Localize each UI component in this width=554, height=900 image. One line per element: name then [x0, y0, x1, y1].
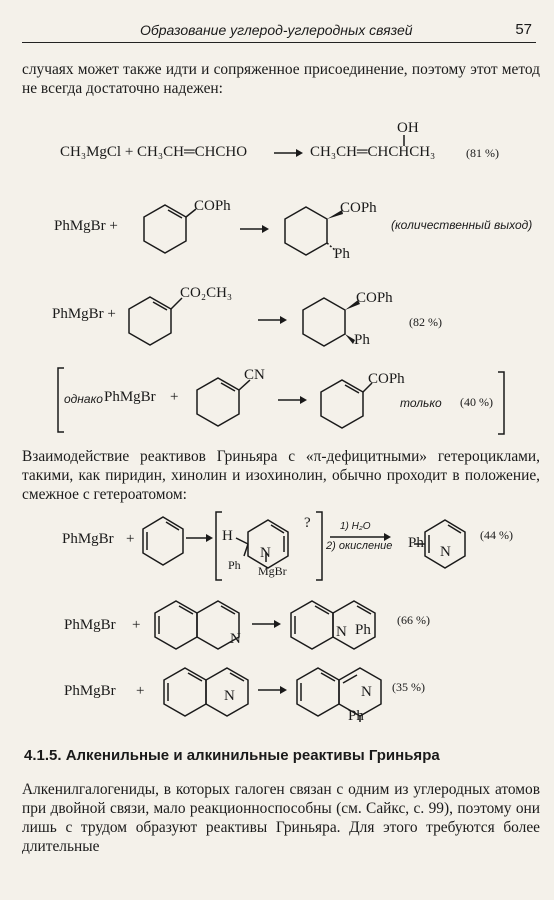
- r5-question: ?: [304, 515, 311, 531]
- r5-ph-intermediate: Ph: [228, 558, 241, 572]
- r2-note: (количественный выход): [391, 218, 533, 232]
- cyclohexene-ring-r2: [143, 204, 197, 254]
- r5-condition-2: 2) окисление: [326, 540, 393, 552]
- r5-plus: +: [126, 531, 135, 547]
- arrowhead-r3: [280, 316, 287, 324]
- r5-condition-1: 1) H₂O: [340, 521, 371, 532]
- running-title: Образование углерод-углеродных связей: [140, 22, 413, 38]
- cyclohexene-ring-r3: [128, 296, 183, 346]
- r6-product-ph: Ph: [355, 622, 371, 638]
- r7-plus: +: [136, 683, 145, 699]
- r7-product-n: N: [361, 684, 372, 700]
- arrowhead-r5a: [206, 534, 213, 542]
- dihydropyridine-intermediate: [235, 519, 289, 569]
- paragraph-heterocycles: Взаимодействие реактивов Гриньяра с «π-д…: [22, 448, 540, 503]
- r5-yield: (44 %): [480, 528, 513, 542]
- r5-product-ph: Ph: [408, 535, 424, 551]
- cyclohexane-product-r2: [284, 206, 343, 256]
- arrowhead-r5b: [384, 533, 391, 541]
- r7-n: N: [224, 688, 235, 704]
- r6-plus: +: [132, 617, 141, 633]
- r4-substituent: CN: [244, 367, 265, 383]
- r3-product-sub2: Ph: [354, 332, 370, 348]
- r2-reagent: PhMgBr +: [54, 218, 118, 234]
- bracket-right-r4: [498, 371, 505, 435]
- r1-yield: (81 %): [466, 146, 499, 160]
- r5-product-n: N: [440, 544, 451, 560]
- r7-product-ph: Ph: [348, 708, 364, 724]
- arrowhead-r6: [274, 620, 281, 628]
- r6-n: N: [230, 631, 241, 647]
- r4-plus: +: [170, 389, 179, 405]
- phenylisoquinoline-product: [296, 667, 382, 722]
- r6-yield: (66 %): [397, 613, 430, 627]
- pyridine-ring-r5: [142, 516, 184, 566]
- bracket-right-r5: [316, 511, 323, 581]
- paragraph-intro: случаях может также идти и сопряженное п…: [22, 61, 540, 97]
- cyclohexane-product-r3: [302, 297, 360, 347]
- r4-prefix: однако: [64, 392, 103, 406]
- phenylpyridine-product: [414, 519, 466, 569]
- quinoline-ring-r6: [154, 600, 240, 650]
- r7-yield: (35 %): [392, 680, 425, 694]
- r5-mgbr: MgBr: [258, 564, 287, 578]
- r5-reagent: PhMgBr: [62, 531, 114, 547]
- r3-yield: (82 %): [409, 315, 442, 329]
- r4-product-sub: COPh: [368, 371, 405, 387]
- r6-product-n: N: [336, 624, 347, 640]
- page-number: 57: [515, 21, 532, 38]
- r3-reagent: PhMgBr +: [52, 306, 116, 322]
- r3-product-sub1: COPh: [356, 290, 393, 306]
- paragraph-alkenyl: Алкенилгалогениды, в которых галоген свя…: [22, 781, 540, 855]
- r1-oh: OH: [397, 120, 419, 136]
- section-heading: 4.1.5. Алкенильные и алкинильные реактив…: [24, 747, 440, 764]
- phenylquinoline-product: [290, 600, 376, 650]
- r3-substituent: CO₂CH₃: [180, 285, 233, 301]
- r2-substituent: COPh: [194, 198, 231, 214]
- r2-product-sub2: Ph: [334, 246, 350, 262]
- r4-note: только: [400, 396, 442, 410]
- bracket-left-r5: [215, 511, 222, 581]
- bracket-left-r4: [57, 367, 64, 433]
- arrowhead-r7: [280, 686, 287, 694]
- r1-product: CH₃CH═CHCHCH₃: [310, 144, 436, 160]
- r1-reactants: CH₃MgCl + CH₃CH═CHCHO: [60, 144, 248, 160]
- r4-reagent: PhMgBr: [104, 389, 156, 405]
- arrowhead-r4: [300, 396, 307, 404]
- r7-reagent: PhMgBr: [64, 683, 116, 699]
- r5-h: H: [222, 528, 233, 544]
- cyclohexene-ring-r4: [196, 377, 251, 427]
- isoquinoline-ring-r7: [163, 667, 249, 717]
- arrowhead-r1: [296, 149, 303, 157]
- r6-reagent: PhMgBr: [64, 617, 116, 633]
- cyclohexene-product-r4: [320, 379, 373, 429]
- r4-yield: (40 %): [460, 395, 493, 409]
- running-header: Образование углерод-углеродных связей 57: [22, 20, 536, 43]
- arrowhead-r2: [262, 225, 269, 233]
- r2-product-sub1: COPh: [340, 200, 377, 216]
- r5-n-intermediate: N: [260, 545, 271, 561]
